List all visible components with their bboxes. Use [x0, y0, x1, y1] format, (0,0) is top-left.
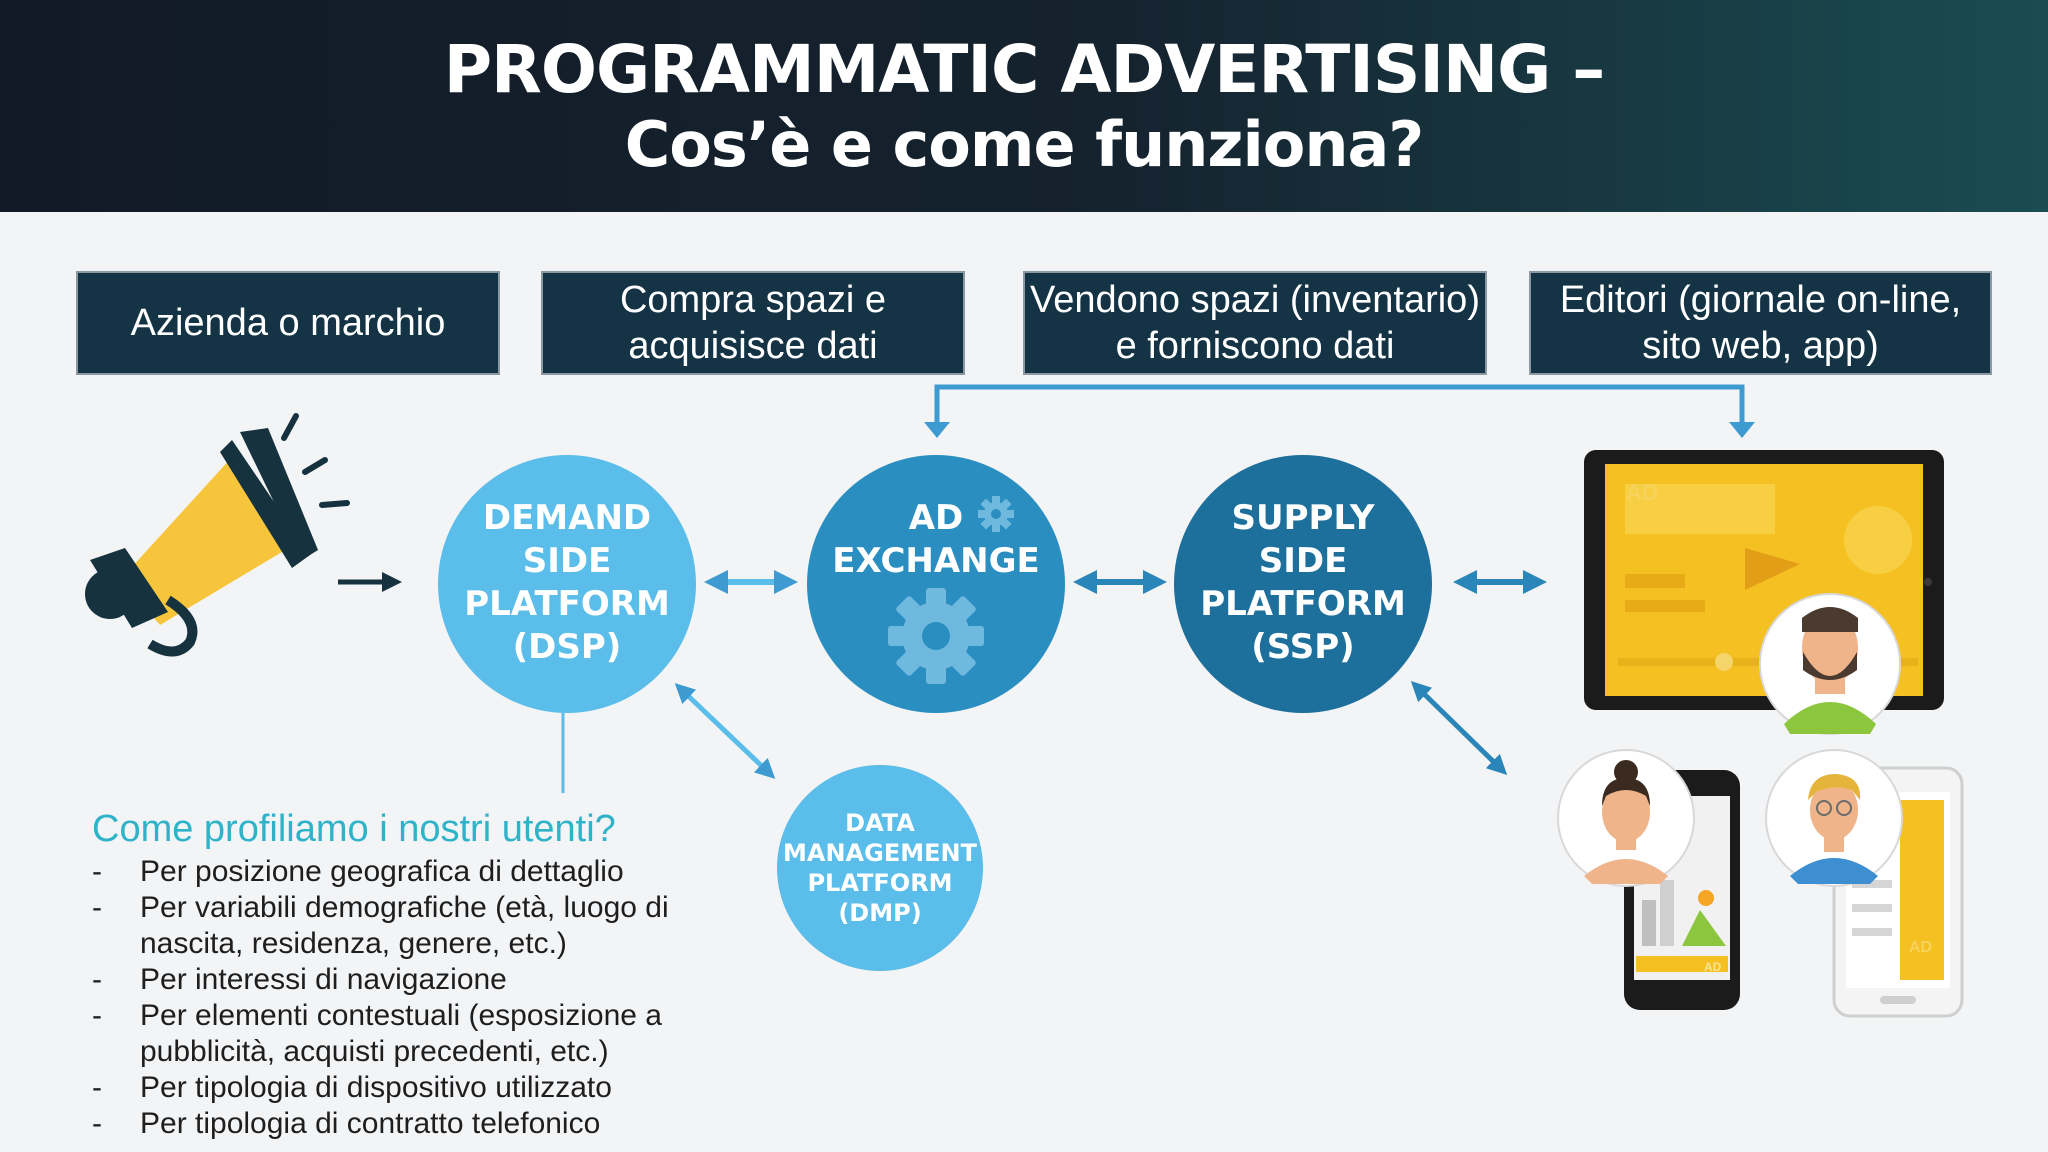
adx-label-line: EXCHANGE: [832, 541, 1040, 581]
avatar-man-glasses: [1765, 749, 1903, 887]
dsp-label-line: PLATFORM: [464, 584, 670, 624]
page-title: PROGRAMMATIC ADVERTISING –: [443, 31, 1606, 108]
label-box-seller: Vendono spazi (inventario)e forniscono d…: [1023, 271, 1487, 375]
avatar-man-beard: [1759, 593, 1901, 735]
list-item-text: Per tipologia di dispositivo utilizzato: [140, 1071, 612, 1104]
label-box-brand: Azienda o marchio: [76, 271, 500, 375]
dsp-label: DEMAND SIDE PLATFORM (DSP): [437, 497, 697, 669]
avatar-woman: [1557, 749, 1695, 887]
list-item-text: Per posizione geografica di dettaglio: [140, 855, 624, 888]
ad-badge-tablet: AD: [1626, 480, 1658, 505]
list-item: -Per interessi di navigazione: [92, 963, 507, 996]
dmp-label-line: MANAGEMENT: [783, 839, 977, 867]
dmp-label: DATA MANAGEMENT PLATFORM (DMP): [770, 808, 990, 928]
list-item: -Per posizione geografica di dettaglio: [92, 855, 624, 888]
ssp-label-line: SUPPLY: [1231, 498, 1375, 538]
list-item: -Per tipologia di contratto telefonico: [92, 1107, 601, 1140]
adx-label-line: AD: [908, 498, 964, 538]
list-item-text: Per interessi di navigazione: [140, 963, 507, 996]
dmp-label-line: PLATFORM: [807, 869, 953, 897]
ssp-label-line: (SSP): [1251, 627, 1355, 667]
profiling-question: Come profiliamo i nostri utenti?: [92, 808, 616, 850]
list-item: -Per variabili demografiche (età, luogo …: [92, 891, 669, 960]
ssp-label-line: SIDE: [1258, 541, 1348, 581]
ssp-node: [1174, 455, 1432, 713]
megaphone-icon: [85, 413, 350, 657]
arrow-dsp-dmp: [674, 683, 776, 779]
profiling-list: -Per posizione geografica di dettaglio -…: [92, 854, 692, 1142]
label-line: Compra spazi e: [619, 279, 887, 321]
dmp-label-line: (DMP): [838, 899, 922, 927]
arrow-ssp-mobile: [1410, 681, 1508, 775]
ssp-label: SUPPLY SIDE PLATFORM (SSP): [1173, 497, 1433, 669]
gear-icon: [888, 588, 984, 684]
label-line: acquisisce dati: [628, 325, 878, 367]
ad-badge-phone: AD: [1704, 960, 1722, 974]
list-item-text: Per tipologia di contratto telefonico: [140, 1107, 601, 1140]
dmp-node: [777, 765, 983, 971]
dsp-node: [438, 455, 696, 713]
dsp-label-line: DEMAND: [482, 498, 652, 538]
ad-badge-phone-2: AD: [1909, 939, 1932, 956]
page-subtitle: Cos’è e come funziona?: [624, 108, 1425, 181]
list-item: -Per elementi contestuali (esposizione a…: [92, 999, 662, 1068]
publisher-connector: [924, 384, 1755, 438]
label-line: Azienda o marchio: [130, 302, 446, 344]
dsp-label-line: SIDE: [522, 541, 612, 581]
label-line: e forniscono dati: [1115, 325, 1395, 367]
label-line: Vendono spazi (inventario): [1030, 279, 1480, 321]
adx-label: AD EXCHANGE: [806, 497, 1066, 583]
label-line: Editori (giornale on-line,: [1559, 279, 1962, 321]
list-item: -Per tipologia di dispositivo utilizzato: [92, 1071, 612, 1104]
label-line: sito web, app): [1642, 325, 1879, 367]
ssp-label-line: PLATFORM: [1200, 584, 1406, 624]
dmp-label-line: DATA: [845, 809, 915, 837]
dsp-label-line: (DSP): [512, 627, 622, 667]
header-banner: PROGRAMMATIC ADVERTISING – Cos’è e come …: [0, 0, 2048, 212]
list-item-text: Per variabili demografiche (età, luogo d…: [140, 891, 669, 960]
label-box-publisher: Editori (giornale on-line,sito web, app): [1529, 271, 1992, 375]
list-item-text: Per elementi contestuali (esposizione a …: [140, 999, 662, 1068]
